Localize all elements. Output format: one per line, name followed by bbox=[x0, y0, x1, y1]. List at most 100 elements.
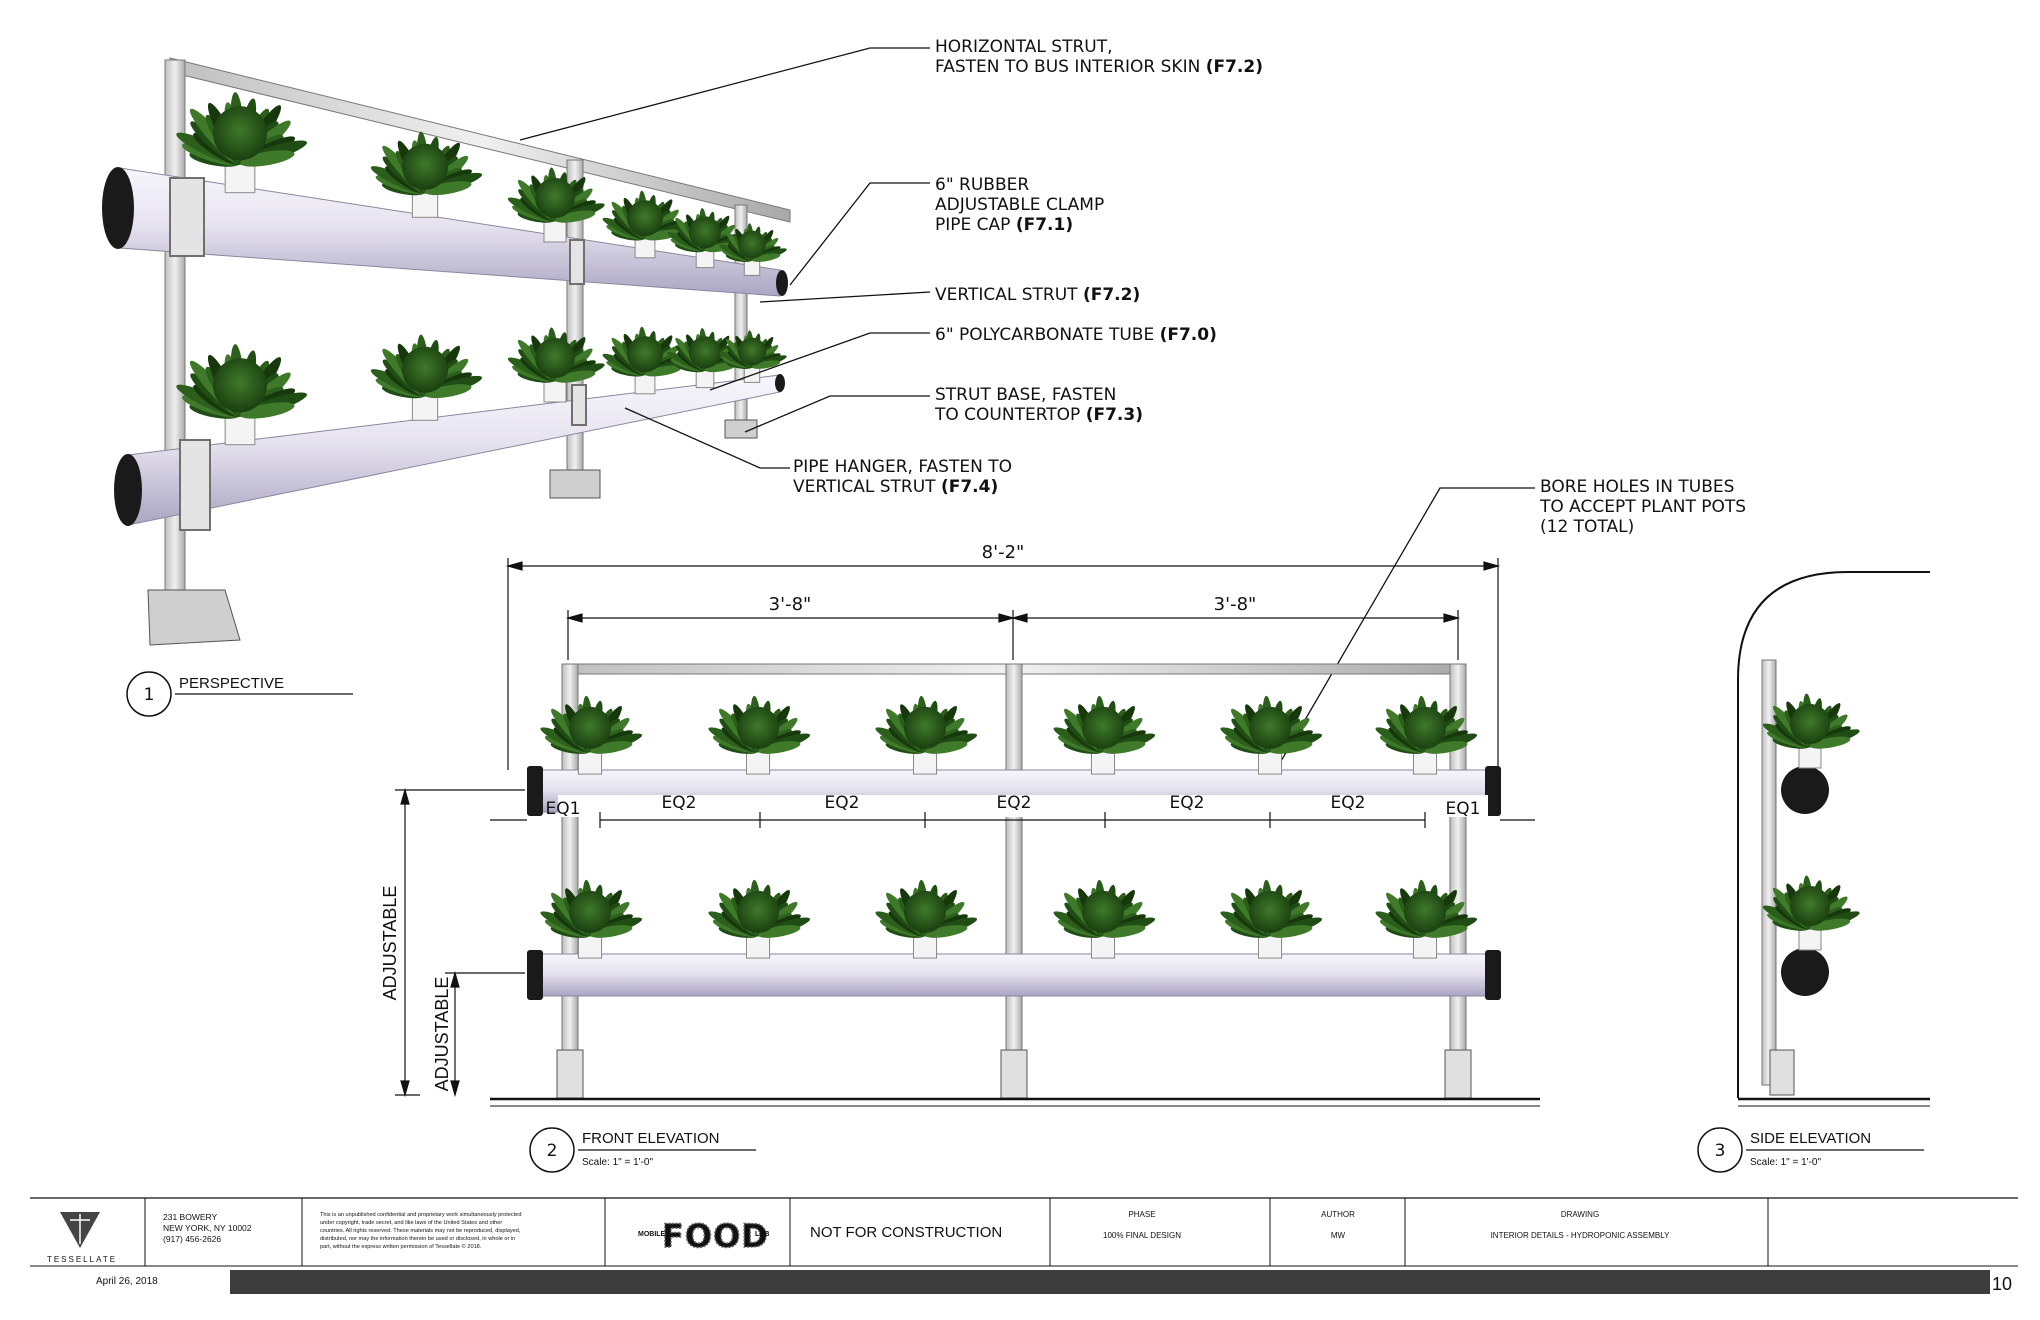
phase-field: PHASE 100% FINAL DESIGN bbox=[1103, 1210, 1181, 1240]
svg-text:(917) 456-2626: (917) 456-2626 bbox=[163, 1234, 221, 1244]
pipe-cap-upper-left bbox=[102, 167, 134, 249]
svg-text:1: 1 bbox=[144, 685, 155, 705]
perspective-plants bbox=[176, 92, 787, 446]
svg-text:AUTHOR: AUTHOR bbox=[1321, 1210, 1355, 1219]
strut-base bbox=[147, 419, 758, 646]
svg-text:6" POLYCARBONATE TUBE (F7.0): 6" POLYCARBONATE TUBE (F7.0) bbox=[935, 325, 1217, 345]
sheet-number: 10 bbox=[1992, 1274, 2012, 1294]
tube-section-lower bbox=[1781, 948, 1829, 996]
svg-text:SIDE ELEVATION: SIDE ELEVATION bbox=[1750, 1130, 1871, 1147]
svg-text:NEW YORK, NY 10002: NEW YORK, NY 10002 bbox=[163, 1223, 252, 1233]
dimension-adjustable-inner-label: ADJUSTABLE bbox=[432, 977, 452, 1092]
svg-text:EQ2: EQ2 bbox=[1170, 793, 1205, 813]
callout-bore-holes: BORE HOLES IN TUBES TO ACCEPT PLANT POTS… bbox=[1539, 477, 1746, 537]
pipe-cap-lower-right-front bbox=[1485, 950, 1501, 1000]
svg-text:6" RUBBER: 6" RUBBER bbox=[935, 175, 1029, 195]
footer-bar bbox=[230, 1270, 1990, 1294]
svg-text:HORIZONTAL STRUT,: HORIZONTAL STRUT, bbox=[935, 37, 1113, 57]
dimension-overall-label: 8'-2" bbox=[982, 542, 1025, 563]
svg-text:EQ2: EQ2 bbox=[1331, 793, 1366, 813]
svg-text:FOOD: FOOD bbox=[662, 1217, 769, 1255]
author-field: AUTHOR MW bbox=[1321, 1210, 1355, 1240]
issue-date: April 26, 2018 bbox=[96, 1276, 158, 1287]
plant-pot bbox=[1053, 695, 1156, 775]
plant-pot bbox=[875, 695, 978, 775]
svg-text:EQ2: EQ2 bbox=[997, 793, 1032, 813]
svg-text:INTERIOR DETAILS - HYDROPONIC: INTERIOR DETAILS - HYDROPONIC ASSEMBLY bbox=[1491, 1231, 1671, 1240]
dimension-left-bay-label: 3'-8" bbox=[769, 594, 812, 615]
svg-text:(12 TOTAL): (12 TOTAL) bbox=[1540, 517, 1634, 537]
callout-polycarbonate-tube: 6" POLYCARBONATE TUBE (F7.0) bbox=[935, 325, 1217, 345]
dimension-adjustable-outer bbox=[395, 787, 525, 1098]
svg-text:PHASE: PHASE bbox=[1128, 1210, 1155, 1219]
view-label-front-elevation: 2 FRONT ELEVATION Scale: 1" = 1'-0" bbox=[529, 1127, 756, 1173]
pipe-cap-upper-right-front bbox=[1485, 766, 1501, 816]
side-elevation-view bbox=[1737, 571, 1930, 1107]
plant-pot bbox=[507, 167, 605, 243]
svg-text:part, without the express writ: part, without the express written permis… bbox=[320, 1243, 482, 1250]
plant-pot bbox=[1762, 875, 1860, 951]
polycarbonate-tube-lower-front bbox=[539, 953, 1489, 997]
drawing-field: DRAWING INTERIOR DETAILS - HYDROPONIC AS… bbox=[1491, 1210, 1671, 1240]
svg-text:Scale: 1" = 1'-0": Scale: 1" = 1'-0" bbox=[582, 1157, 653, 1168]
plant-pot bbox=[667, 207, 745, 269]
plant-pot bbox=[1375, 695, 1478, 775]
eq-dimension-band bbox=[490, 795, 1535, 828]
svg-text:VERTICAL STRUT (F7.4): VERTICAL STRUT (F7.4) bbox=[793, 477, 998, 497]
plant-pot bbox=[1053, 879, 1156, 959]
bus-wall-profile bbox=[1737, 571, 1930, 1098]
pipe-cap-lower-left bbox=[114, 454, 142, 526]
plant-pot bbox=[176, 344, 307, 446]
svg-text:STRUT BASE, FASTEN: STRUT BASE, FASTEN bbox=[935, 385, 1116, 405]
svg-text:under copyright, trade secret,: under copyright, trade secret, and like … bbox=[320, 1220, 502, 1226]
view-label-perspective: 1 PERSPECTIVE bbox=[126, 671, 353, 717]
legal-notice: This is an unpublished confidential and … bbox=[320, 1212, 522, 1250]
leader-lines bbox=[519, 47, 1535, 781]
pipe-hanger bbox=[169, 177, 587, 531]
svg-text:PIPE CAP (F7.1): PIPE CAP (F7.1) bbox=[935, 215, 1073, 235]
svg-text:PIPE HANGER, FASTEN TO: PIPE HANGER, FASTEN TO bbox=[793, 457, 1012, 477]
svg-text:MOBILE: MOBILE bbox=[638, 1231, 666, 1238]
svg-text:FRONT ELEVATION: FRONT ELEVATION bbox=[582, 1130, 720, 1147]
callout-pipe-hanger: PIPE HANGER, FASTEN TO VERTICAL STRUT (F… bbox=[793, 457, 1012, 497]
svg-text:countries. All rights reserved: countries. All rights reserved. These ma… bbox=[320, 1228, 521, 1234]
plant-pot bbox=[719, 223, 787, 276]
svg-text:231 BOWERY: 231 BOWERY bbox=[163, 1212, 218, 1222]
vertical-strut-side bbox=[1761, 659, 1777, 1086]
plant-pot bbox=[370, 334, 483, 421]
svg-text:ADJUSTABLE CLAMP: ADJUSTABLE CLAMP bbox=[935, 195, 1104, 215]
svg-text:2: 2 bbox=[547, 1141, 558, 1161]
svg-text:TO COUNTERTOP (F7.3): TO COUNTERTOP (F7.3) bbox=[934, 405, 1143, 425]
plant-pot bbox=[540, 879, 643, 959]
svg-text:EQ1: EQ1 bbox=[1446, 799, 1481, 819]
title-block: TESSELLATE 231 BOWERY NEW YORK, NY 10002… bbox=[30, 1197, 2018, 1294]
pipe-cap-lower-left-front bbox=[527, 950, 543, 1000]
plant-pot bbox=[602, 190, 690, 259]
mobile-food-lab-logo: MOBILE FOOD LAB bbox=[638, 1216, 769, 1256]
svg-text:distributed, nor may the infor: distributed, nor may the information the… bbox=[320, 1236, 515, 1242]
svg-text:EQ2: EQ2 bbox=[662, 793, 697, 813]
tube-section-upper bbox=[1781, 766, 1829, 814]
plant-pot bbox=[708, 879, 811, 959]
strut-bases-front bbox=[556, 1049, 1472, 1099]
eq-labels: EQ1 EQ2 EQ2 EQ2 EQ2 EQ2 EQ1 bbox=[546, 793, 1481, 819]
front-plants bbox=[540, 695, 1478, 959]
dimension-right-bay-label: 3'-8" bbox=[1214, 594, 1257, 615]
svg-text:TESSELLATE: TESSELLATE bbox=[47, 1255, 117, 1264]
plant-pot bbox=[370, 131, 483, 218]
svg-text:DRAWING: DRAWING bbox=[1561, 1210, 1599, 1219]
plant-pot bbox=[1220, 695, 1323, 775]
pipe-cap-lower-right bbox=[775, 374, 785, 392]
strut-base-side bbox=[1769, 1049, 1795, 1096]
svg-text:BORE HOLES IN TUBES: BORE HOLES IN TUBES bbox=[1540, 477, 1734, 497]
svg-text:100% FINAL DESIGN: 100% FINAL DESIGN bbox=[1103, 1231, 1181, 1240]
svg-text:EQ2: EQ2 bbox=[825, 793, 860, 813]
svg-text:MW: MW bbox=[1331, 1231, 1346, 1240]
plant-pot bbox=[1220, 879, 1323, 959]
view-label-side-elevation: 3 SIDE ELEVATION Scale: 1" = 1'-0" bbox=[1697, 1127, 1924, 1173]
plant-pot bbox=[719, 330, 787, 383]
svg-text:EQ1: EQ1 bbox=[546, 799, 581, 819]
svg-text:Scale: 1" = 1'-0": Scale: 1" = 1'-0" bbox=[1750, 1157, 1821, 1168]
plant-pot bbox=[176, 92, 307, 194]
